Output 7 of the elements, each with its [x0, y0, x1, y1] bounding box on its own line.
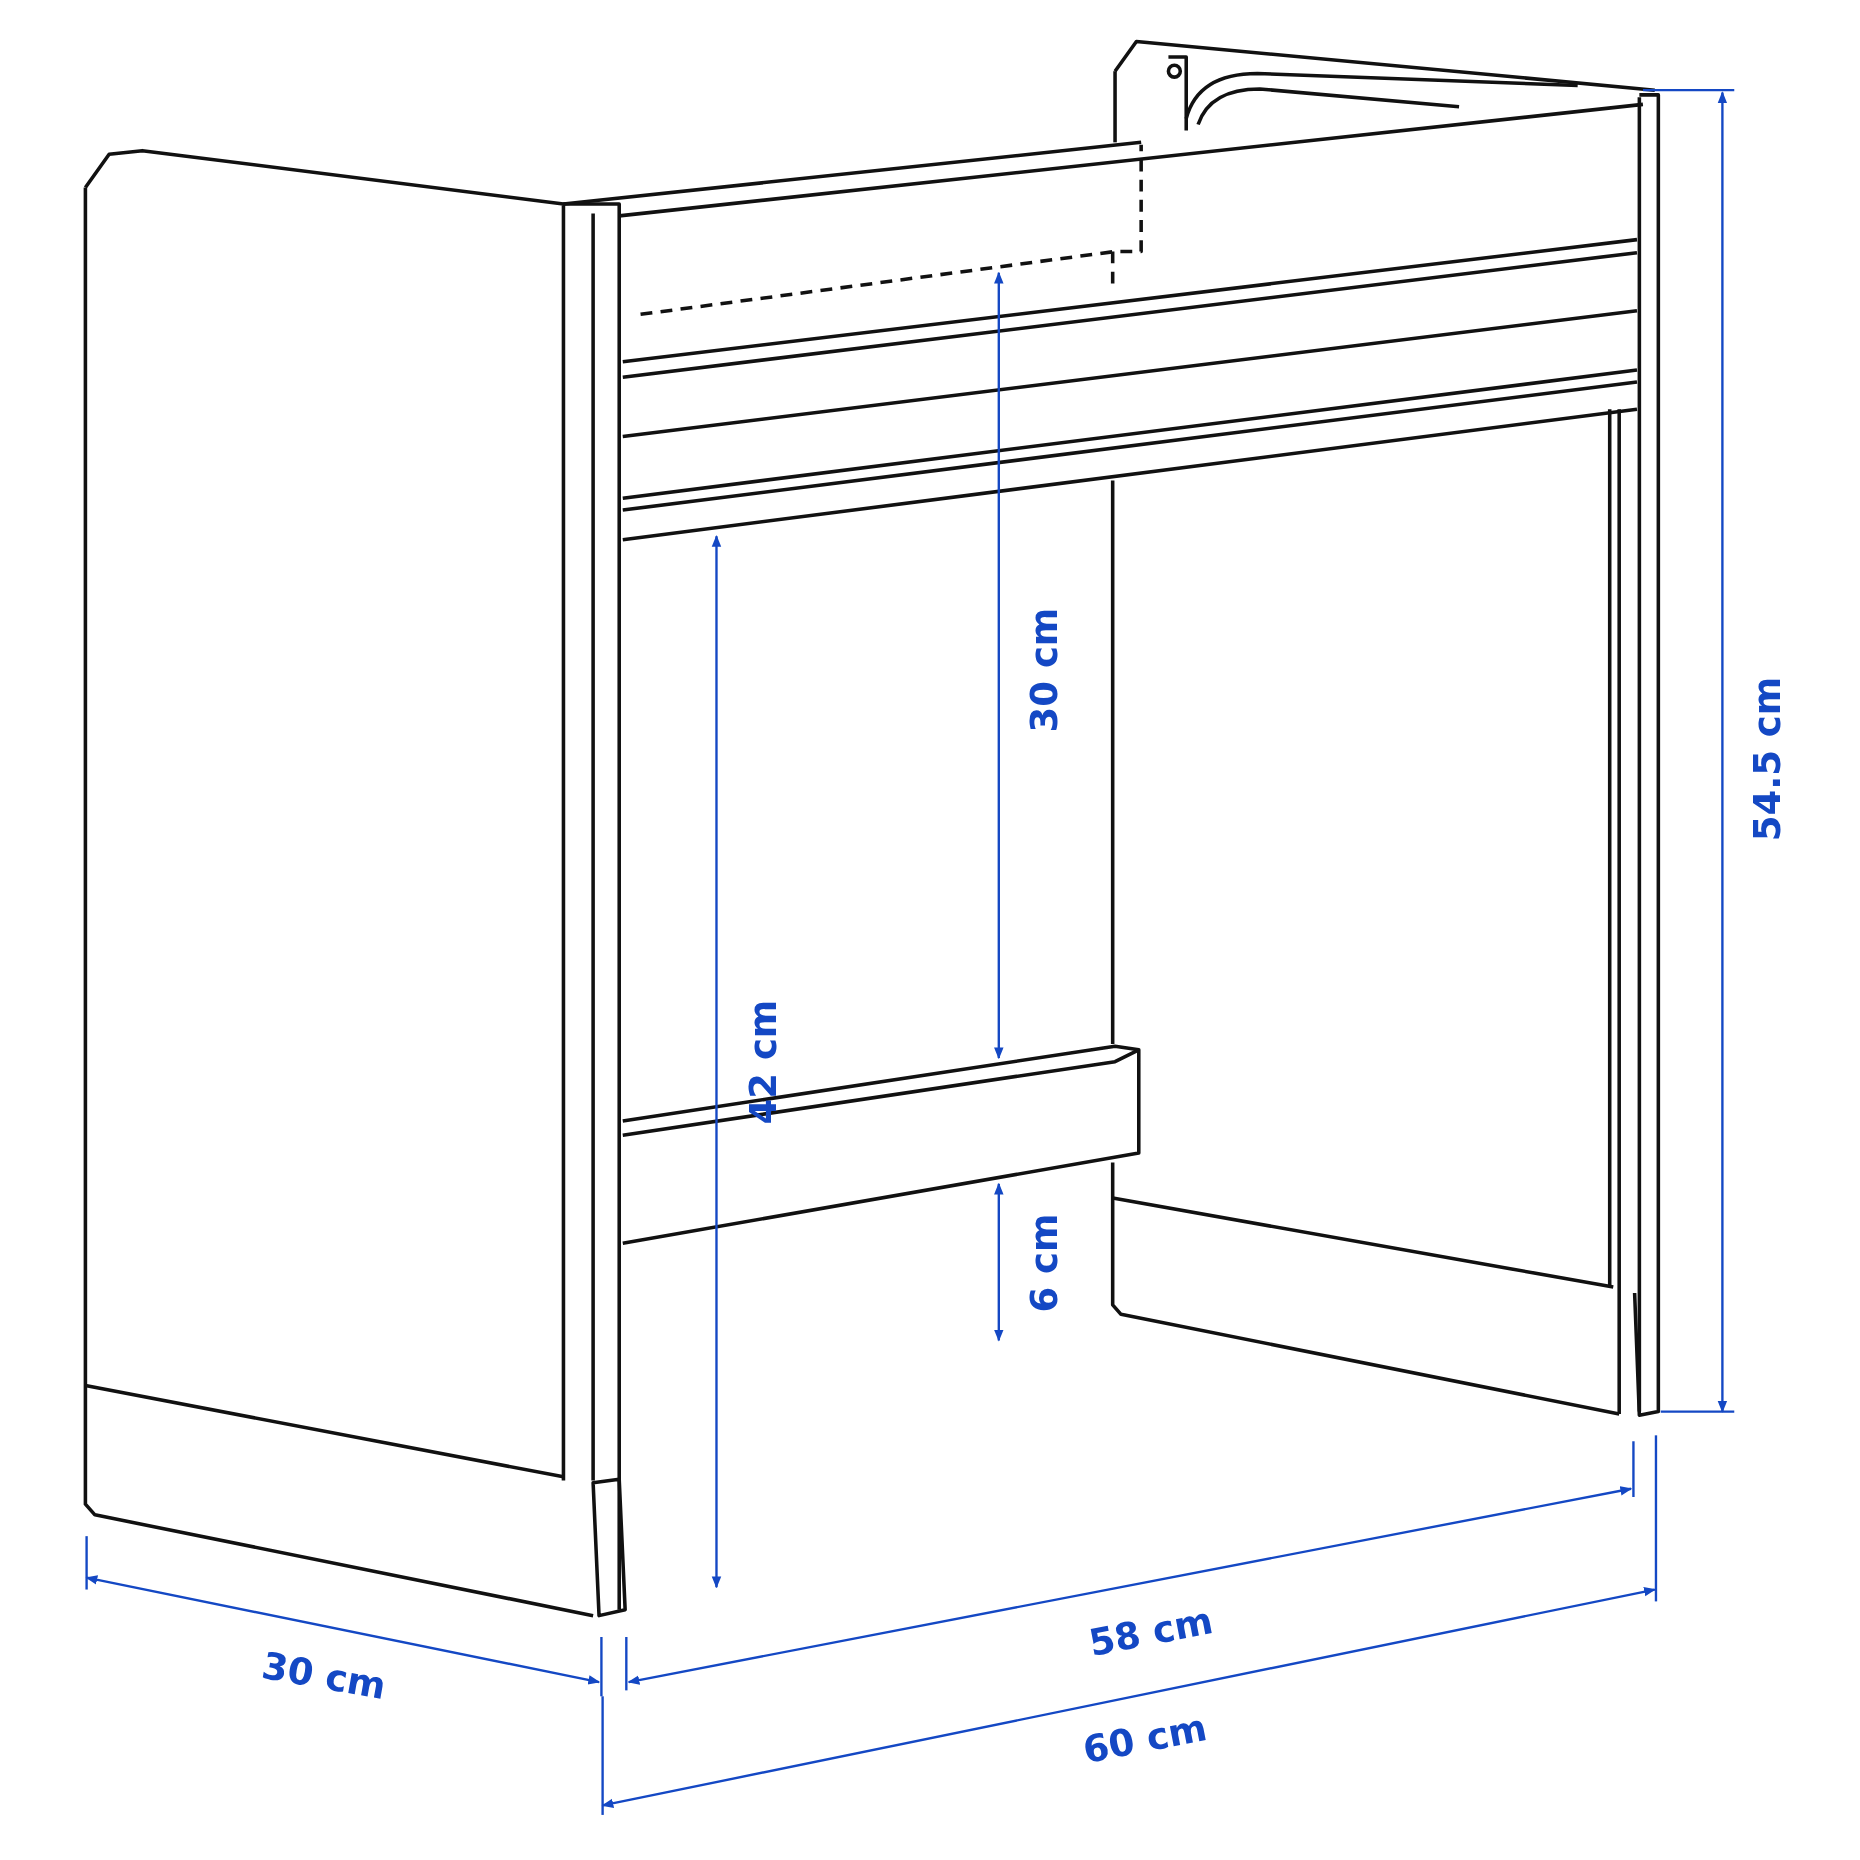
dimension-label: 30 cm — [259, 1647, 389, 1706]
dimension-label: 60 cm — [1079, 1708, 1210, 1770]
dimension-label: 42 cm — [744, 999, 782, 1125]
dimension-label: 30 cm — [1025, 607, 1063, 733]
dimension-label: 6 cm — [1025, 1213, 1063, 1313]
dimension-label: 54.5 cm — [1748, 676, 1786, 842]
dimension-label: 58 cm — [1085, 1602, 1216, 1663]
